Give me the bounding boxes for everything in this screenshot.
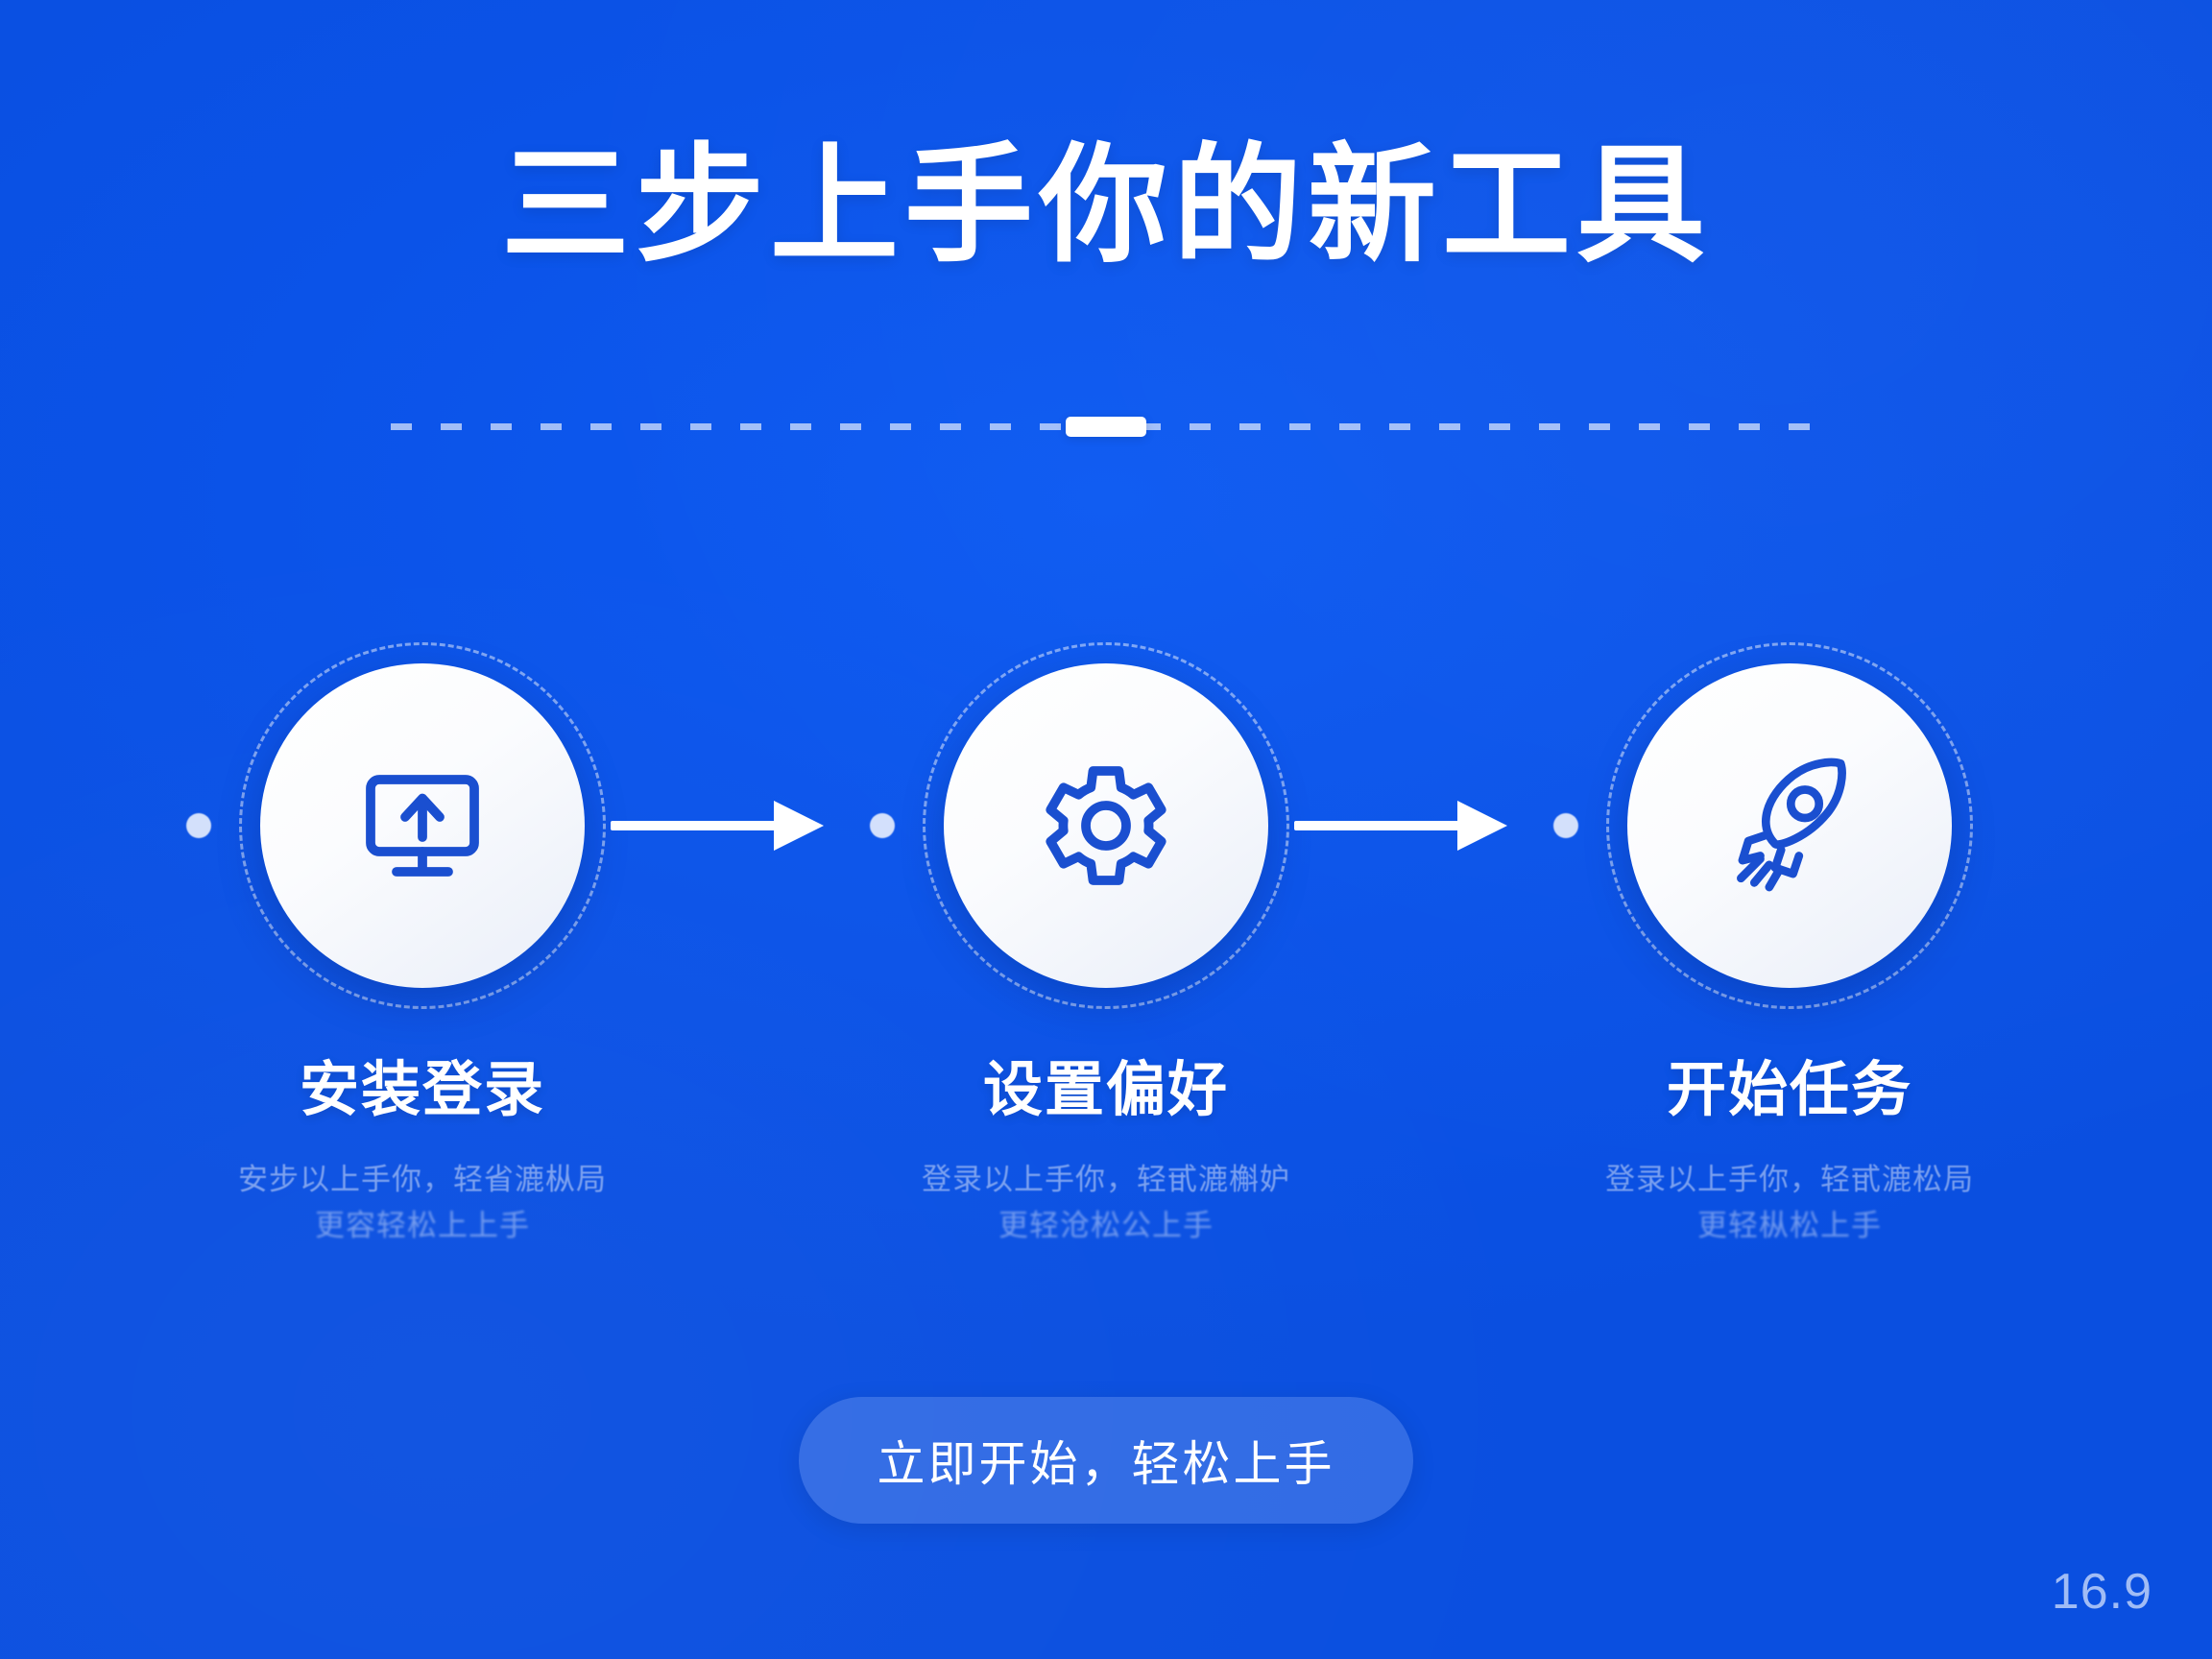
- connector-dot-2: [870, 813, 895, 838]
- dashed-ring-3: [1606, 642, 1973, 1009]
- step-description-line-2: 更容轻松上上手: [315, 1209, 530, 1243]
- arrow-shaft: [611, 821, 781, 830]
- step-description-line-2: 更轻枞松上手: [1697, 1209, 1882, 1243]
- dashed-ring-1: [239, 642, 606, 1009]
- page-title: 三步上手你的新工具: [500, 134, 1711, 277]
- step-description-2: 登录以上手你，轻甙漉槲妒 更轻沧松公上手: [799, 1157, 1413, 1249]
- arrow-head-icon: [1457, 801, 1507, 851]
- gear-icon: [1034, 754, 1178, 898]
- step-icon-circle-1: [260, 663, 585, 988]
- step-description-3: 登录以上手你，轻甙漉松局 更轻枞松上手: [1482, 1157, 2097, 1249]
- aspect-ratio-label: 16.9: [2051, 1564, 2152, 1620]
- connector-dot-3: [1553, 813, 1578, 838]
- step-icon-circle-2: [944, 663, 1268, 988]
- step-node-3[interactable]: [1588, 624, 1991, 1027]
- arrow-head-icon: [774, 801, 824, 851]
- flow-arrow-1: [611, 801, 841, 851]
- step-title-3: 开始任务: [1666, 1057, 1912, 1123]
- connector-dot-1: [186, 813, 211, 838]
- step-description-line-1: 登录以上手你，轻甙漉槲妒: [922, 1163, 1290, 1197]
- dashed-ring-2: [923, 642, 1289, 1009]
- divider-center-marker: [1066, 417, 1146, 437]
- step-description-1: 安步以上手你，轻省漉枞局 更容轻松上上手: [115, 1157, 730, 1249]
- arrow-shaft: [1294, 821, 1465, 830]
- step-description-line-1: 安步以上手你，轻省漉枞局: [238, 1163, 607, 1197]
- step-icon-circle-3: [1627, 663, 1952, 988]
- cta-button[interactable]: 立即开始，轻松上手: [799, 1397, 1413, 1524]
- title-divider: [391, 415, 1821, 438]
- flow-arrow-2: [1294, 801, 1525, 851]
- step-description-line-2: 更轻沧松公上手: [998, 1209, 1214, 1243]
- step-text-block-2: 设置偏好 登录以上手你，轻甙漉槲妒 更轻沧松公上手: [799, 1056, 1413, 1249]
- steps-row: [0, 624, 2212, 1027]
- step-title-1: 安装登录: [299, 1057, 545, 1123]
- step-text-block-3: 开始任务 登录以上手你，轻甙漉松局 更轻枞松上手: [1482, 1056, 2097, 1249]
- step-description-line-1: 登录以上手你，轻甙漉松局: [1605, 1163, 1974, 1197]
- step-title-2: 设置偏好: [982, 1057, 1229, 1123]
- rocket-icon: [1716, 752, 1864, 901]
- step-node-1[interactable]: [221, 624, 624, 1027]
- step-text-block-1: 安装登录 安步以上手你，轻省漉枞局 更容轻松上上手: [115, 1056, 730, 1249]
- step-node-2[interactable]: [904, 624, 1308, 1027]
- monitor-upload-icon: [350, 754, 494, 898]
